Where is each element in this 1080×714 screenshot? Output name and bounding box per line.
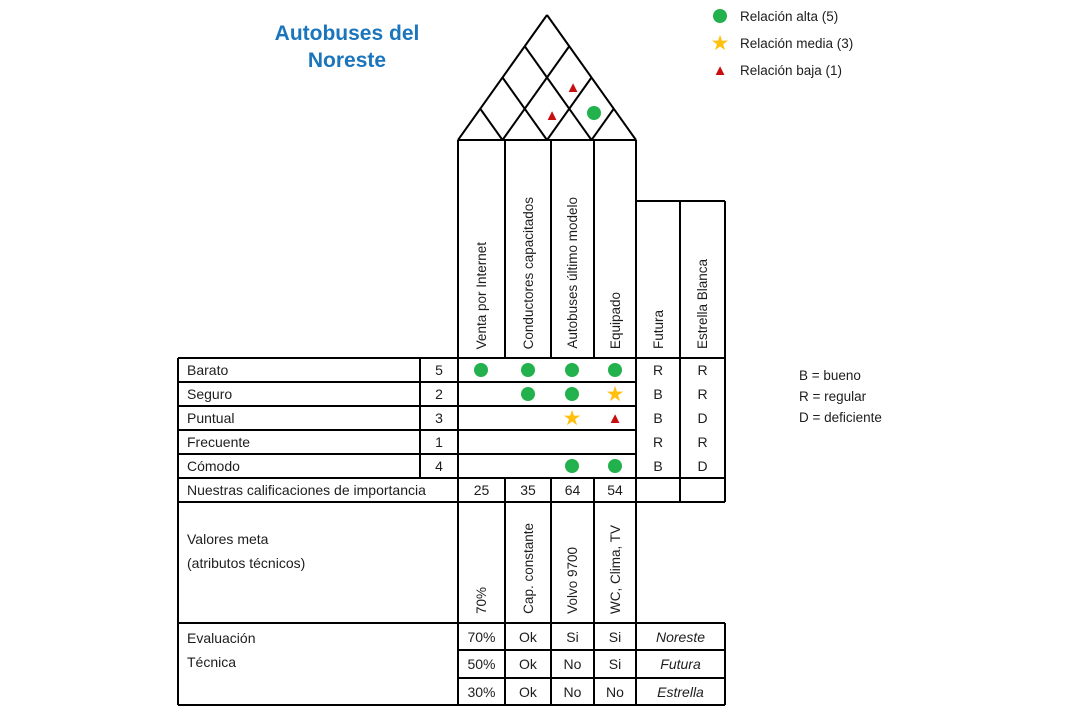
relation-high-icon bbox=[709, 5, 731, 27]
criteria-weight: 1 bbox=[435, 434, 443, 450]
eval-value: Si bbox=[566, 628, 579, 645]
competitor-rating: R bbox=[652, 434, 664, 450]
criteria-label: Frecuente bbox=[187, 434, 251, 450]
relation-medium-icon bbox=[709, 32, 731, 54]
criteria-label: Cómodo bbox=[187, 458, 240, 474]
table-lines bbox=[177, 139, 726, 706]
relation-cell bbox=[604, 407, 626, 429]
criteria-label: Barato bbox=[187, 362, 229, 378]
competitor-rating: D bbox=[697, 458, 708, 474]
rating-legend: B = bueno R = regular D = deficiente bbox=[799, 365, 882, 428]
legend-item-media: Relación media (3) bbox=[709, 32, 853, 54]
relation-cell bbox=[561, 431, 583, 453]
competitor-rating: R bbox=[697, 362, 708, 378]
legend-label: Relación baja (1) bbox=[740, 62, 843, 78]
relation-cell bbox=[517, 383, 539, 405]
competitor-rating: B bbox=[653, 386, 663, 402]
importance-value: 35 bbox=[520, 482, 536, 498]
relation-cell bbox=[561, 407, 583, 429]
eval-value: Ok bbox=[519, 656, 537, 672]
relation-cell bbox=[517, 431, 539, 453]
eval-value: Si bbox=[608, 628, 622, 645]
eval-value: 70% bbox=[467, 628, 496, 645]
relation-low-icon bbox=[709, 59, 731, 81]
competitor-rating: B bbox=[653, 458, 663, 474]
competitor-column-header: Estrella Blanca bbox=[695, 258, 710, 349]
legend-item-alta: Relación alta (5) bbox=[709, 5, 853, 27]
tech-column-header: Equipado bbox=[607, 291, 623, 349]
target-value: Cap. constante bbox=[520, 523, 536, 614]
eval-value: 50% bbox=[467, 656, 496, 672]
competitor-rating: B bbox=[653, 410, 663, 426]
relation-cell bbox=[604, 383, 626, 405]
legend-label: Relación media (3) bbox=[740, 35, 854, 51]
eval-competitor-name: Futura bbox=[660, 656, 701, 672]
tech-column-header: Autobuses último modelo bbox=[565, 197, 580, 349]
criteria-weight: 4 bbox=[435, 458, 443, 474]
tech-column-header: Conductores capacitados bbox=[520, 196, 536, 349]
rating-legend-line: R = regular bbox=[799, 389, 867, 404]
relation-cell bbox=[517, 359, 539, 381]
tech-column-header: Venta por Internet bbox=[474, 241, 489, 349]
rating-legend-line: D = deficiente bbox=[799, 410, 882, 425]
competitor-column-header: Futura bbox=[650, 309, 666, 349]
relation-cell bbox=[517, 407, 539, 429]
eval-competitor-name: Estrella bbox=[657, 683, 704, 700]
target-value: WC, Clima, TV bbox=[607, 524, 623, 614]
relation-legend: Relación alta (5) Relación media (3) Rel… bbox=[709, 5, 853, 81]
relation-cell bbox=[561, 455, 583, 477]
eval-value: 30% bbox=[467, 683, 496, 700]
relation-cell bbox=[470, 431, 492, 453]
legend-label: Relación alta (5) bbox=[740, 8, 839, 24]
relation-cell bbox=[561, 383, 583, 405]
relation-cell bbox=[561, 359, 583, 381]
criteria-weight: 5 bbox=[435, 362, 443, 378]
eval-value: Ok bbox=[519, 683, 537, 700]
target-value: 70% bbox=[474, 586, 489, 614]
relation-cell bbox=[604, 431, 626, 453]
relation-cell bbox=[604, 455, 626, 477]
relation-cell bbox=[517, 455, 539, 477]
importance-label: Nuestras calificaciones de importancia bbox=[187, 482, 426, 498]
criteria-weight: 2 bbox=[435, 386, 443, 402]
relation-cell bbox=[470, 407, 492, 429]
technical-evaluation-label: Evaluación Técnica bbox=[187, 630, 256, 670]
roof-lines bbox=[457, 14, 637, 141]
relation-cell bbox=[470, 383, 492, 405]
eval-value: Si bbox=[608, 656, 622, 672]
relation-cell bbox=[470, 455, 492, 477]
rating-legend-line: B = bueno bbox=[799, 368, 861, 383]
importance-value: 25 bbox=[473, 482, 490, 498]
page-title: Autobuses del Noreste bbox=[274, 22, 420, 72]
importance-value: 54 bbox=[607, 482, 623, 498]
eval-value: No bbox=[606, 683, 624, 700]
competitor-rating: R bbox=[697, 386, 708, 402]
eval-value: Ok bbox=[519, 628, 537, 645]
criteria-label: Puntual bbox=[187, 410, 235, 426]
relation-cell bbox=[470, 359, 492, 381]
target-values-label: Valores meta (atributos técnicos) bbox=[187, 531, 306, 571]
eval-value: No bbox=[563, 683, 582, 700]
competitor-rating: D bbox=[697, 410, 708, 426]
roof-correlation-symbol bbox=[541, 104, 563, 126]
competitor-rating: R bbox=[652, 362, 664, 378]
importance-value: 64 bbox=[564, 482, 581, 498]
criteria-weight: 3 bbox=[435, 410, 443, 426]
eval-value: No bbox=[563, 656, 582, 672]
eval-competitor-name: Noreste bbox=[655, 628, 706, 645]
competitor-rating: R bbox=[697, 434, 708, 450]
roof-correlation-symbol bbox=[583, 102, 605, 124]
roof-correlation-symbol bbox=[562, 76, 584, 98]
target-value: Volvo 9700 bbox=[565, 547, 580, 614]
legend-item-baja: Relación baja (1) bbox=[709, 59, 853, 81]
criteria-label: Seguro bbox=[187, 386, 233, 402]
relation-cell bbox=[604, 359, 626, 381]
